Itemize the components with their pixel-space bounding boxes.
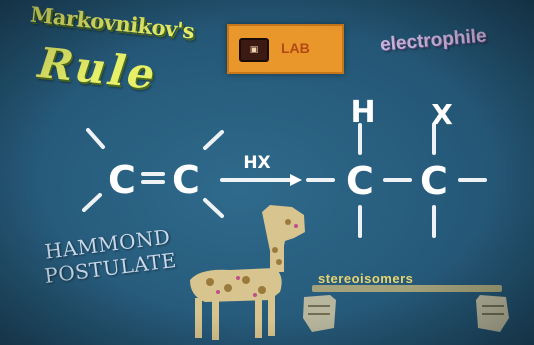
stereoisomers-bar [312,285,502,292]
lab-logo-box: ▣ LAB [227,24,344,74]
product-carbon-2: C [420,159,448,203]
reactant-carbon-1: C [108,158,136,202]
bond-line [203,130,224,150]
left-hand-icon [303,295,336,332]
bond-line [82,193,102,212]
reagent-hx: HX [243,153,270,173]
bond-line [86,128,105,149]
stereoisomers-label: stereoisomers [318,271,414,286]
reactant-carbon-2: C [172,158,200,202]
bond-line [203,198,224,218]
right-hand-icon [476,295,509,332]
substituent-x: X [431,98,453,131]
arrow-head [290,174,302,186]
lab-badge-icon: ▣ [239,38,269,62]
giraffe-figure [190,205,305,340]
product-carbon-1: C [346,159,374,203]
substituent-h: H [350,95,375,130]
lab-label: LAB [281,40,310,56]
